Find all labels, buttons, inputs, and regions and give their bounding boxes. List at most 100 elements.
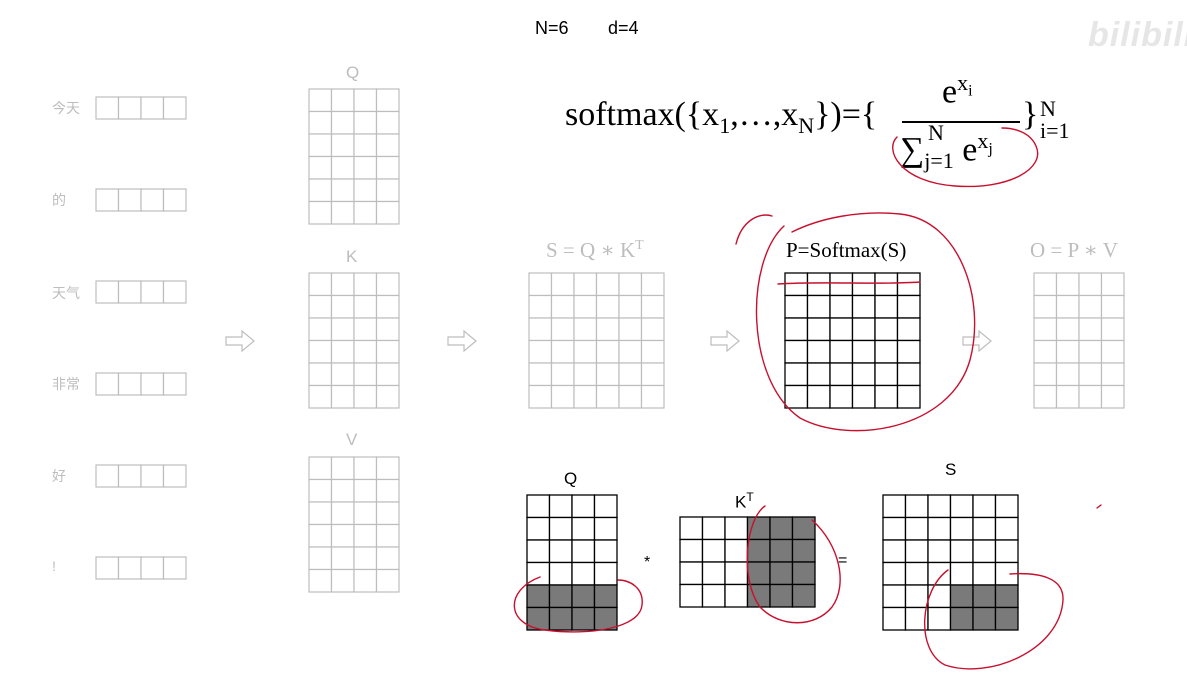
arrow-right-icon (225, 329, 255, 353)
matrix-cell (874, 384, 899, 409)
matrix-cell (375, 88, 400, 113)
matrix-cell (548, 584, 573, 609)
matrix-cell (1100, 339, 1125, 364)
matrix-cell (829, 272, 854, 297)
matrix-cell (994, 584, 1019, 609)
matrix-cell (353, 110, 378, 135)
matrix-cell (330, 384, 355, 409)
annotation-dot (1096, 504, 1102, 509)
matrix-cell (618, 384, 643, 409)
matrix-cell (308, 501, 333, 526)
matrix-cell (769, 583, 794, 608)
matrix-cell (1055, 294, 1080, 319)
matrix-cell (1078, 272, 1103, 297)
matrix-cell (308, 568, 333, 593)
matrix-cell (640, 339, 665, 364)
matrix-cell (784, 339, 809, 364)
matrix-cell (375, 339, 400, 364)
token-label: 的 (52, 192, 66, 208)
matrix-cell (330, 294, 355, 319)
matrix-cell (330, 339, 355, 364)
matrix-cell (784, 317, 809, 342)
matrix-cell (1033, 384, 1058, 409)
matrix-cell (375, 546, 400, 571)
arrow-right-icon (447, 329, 477, 353)
matrix-cell (330, 546, 355, 571)
token-embedding-row (95, 372, 187, 396)
matrix-cell (308, 178, 333, 203)
matrix-cell (618, 317, 643, 342)
matrix-cell (573, 362, 598, 387)
matrix-cell (806, 384, 831, 409)
matrix-cell (972, 516, 997, 541)
matrix-cell (640, 272, 665, 297)
matrix-cell (573, 317, 598, 342)
matrix-cell (595, 362, 620, 387)
matrix-cell (573, 272, 598, 297)
matrix-cell (95, 96, 120, 120)
matrix-cell (308, 384, 333, 409)
matrix-cell (904, 561, 929, 586)
matrix-cell (972, 584, 997, 609)
matrix-cell (1100, 384, 1125, 409)
matrix-cell (949, 561, 974, 586)
matrix-cell (571, 539, 596, 564)
matrix-cell (949, 606, 974, 631)
formula-sub-1: 1 (719, 112, 731, 138)
matrix-cell (1033, 294, 1058, 319)
matrix-cell (375, 317, 400, 342)
matrix-cell (679, 561, 704, 586)
matrix-cell (640, 317, 665, 342)
matrix-cell (829, 294, 854, 319)
matrix-cell (972, 561, 997, 586)
matrix-cell (1078, 294, 1103, 319)
matrix-cell (769, 561, 794, 586)
matrix-cell (679, 538, 704, 563)
matrix-cell (806, 317, 831, 342)
matrix-cell (353, 478, 378, 503)
annotation-underline (777, 281, 921, 285)
matrix-cell (95, 556, 120, 580)
token-embedding-row (95, 556, 187, 580)
matrix-cell (874, 294, 899, 319)
matrix-cell (353, 178, 378, 203)
matrix-cell (526, 516, 551, 541)
matrix-cell (882, 584, 907, 609)
matrix-cell (528, 362, 553, 387)
matrix-cell (851, 294, 876, 319)
bottom-q-matrix (526, 494, 618, 631)
matrix-cell (701, 516, 726, 541)
matrix-cell (550, 294, 575, 319)
matrix-cell (353, 88, 378, 113)
matrix-cell (117, 372, 142, 396)
multiply-sign: * (644, 554, 651, 571)
formula-lhs: softmax({x1,…,xN})={ (565, 96, 877, 139)
sigma-lower: j=1 (924, 148, 954, 174)
annotation-stroke (735, 214, 773, 245)
matrix-cell (330, 155, 355, 180)
matrix-cell (927, 494, 952, 519)
matrix-cell (784, 384, 809, 409)
matrix-cell (769, 538, 794, 563)
matrix-cell (140, 556, 165, 580)
matrix-cell (791, 538, 816, 563)
matrix-cell (791, 583, 816, 608)
matrix-cell (162, 280, 187, 304)
matrix-cell (1055, 339, 1080, 364)
matrix-cell (117, 464, 142, 488)
q-matrix-label: Q (346, 63, 360, 82)
matrix-cell (308, 272, 333, 297)
token-label: 非常 (52, 376, 80, 392)
matrix-cell (308, 155, 333, 180)
matrix-cell (375, 384, 400, 409)
token-label: 天气 (52, 285, 80, 301)
matrix-cell (882, 494, 907, 519)
matrix-cell (571, 494, 596, 519)
matrix-cell (806, 362, 831, 387)
matrix-cell (330, 88, 355, 113)
matrix-cell (949, 539, 974, 564)
p-stage-label: P=Softmax(S) (786, 238, 907, 262)
matrix-cell (769, 516, 794, 541)
matrix-cell (140, 372, 165, 396)
matrix-cell (1033, 339, 1058, 364)
